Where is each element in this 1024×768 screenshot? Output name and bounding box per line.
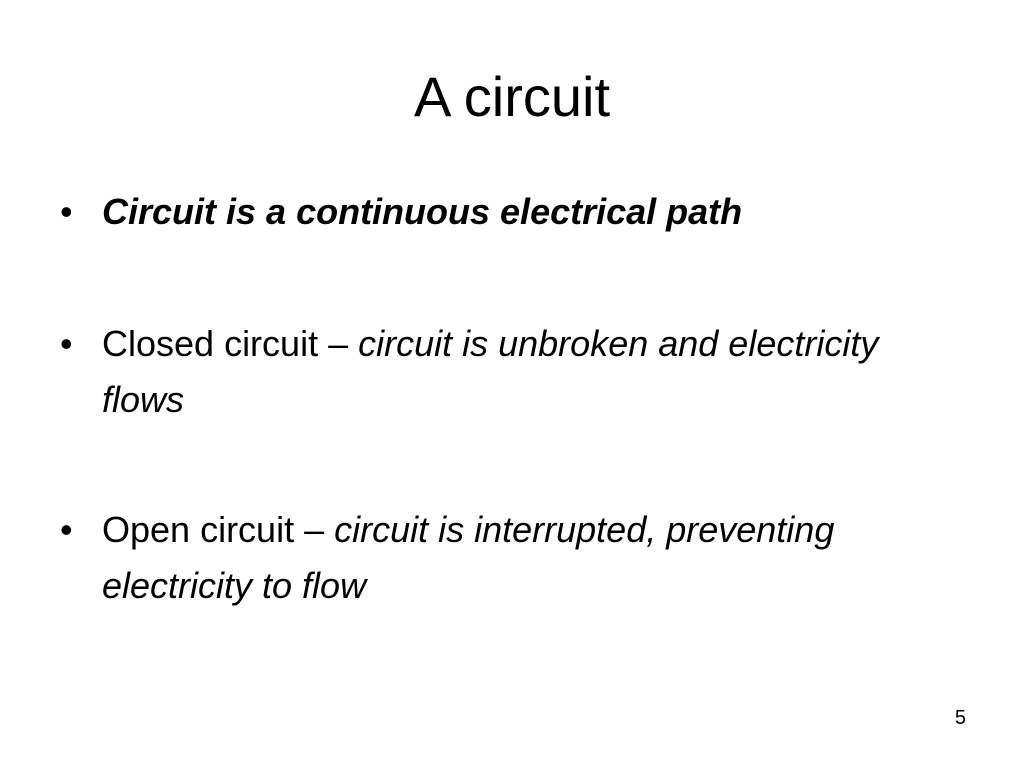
bullet-term: Open circuit – bbox=[102, 509, 335, 550]
slide-number: 5 bbox=[954, 707, 966, 729]
bullet-text-closed-circuit: Closed circuit – circuit is unbroken and… bbox=[102, 316, 920, 428]
bullet-dot-icon: • bbox=[60, 509, 73, 550]
bullet-text-circuit-definition: Circuit is a continuous electrical path bbox=[102, 191, 743, 232]
bullet-definition: circuit is unbroken and electricity flow… bbox=[102, 323, 879, 420]
bullet-item: • Closed circuit – circuit is unbroken a… bbox=[60, 316, 920, 428]
bullet-text-open-circuit: Open circuit – circuit is interrupted, p… bbox=[102, 502, 920, 614]
bullet-item: • Circuit is a continuous electrical pat… bbox=[60, 184, 920, 240]
bullet-item: • Open circuit – circuit is interrupted,… bbox=[60, 502, 920, 614]
bullet-term: Closed circuit – bbox=[102, 323, 359, 364]
bullet-dot-icon: • bbox=[60, 191, 73, 232]
bullet-dot-icon: • bbox=[60, 323, 73, 364]
bullet-definition: circuit is interrupted, preventing elect… bbox=[102, 509, 835, 606]
slide-title: A circuit bbox=[413, 65, 611, 128]
